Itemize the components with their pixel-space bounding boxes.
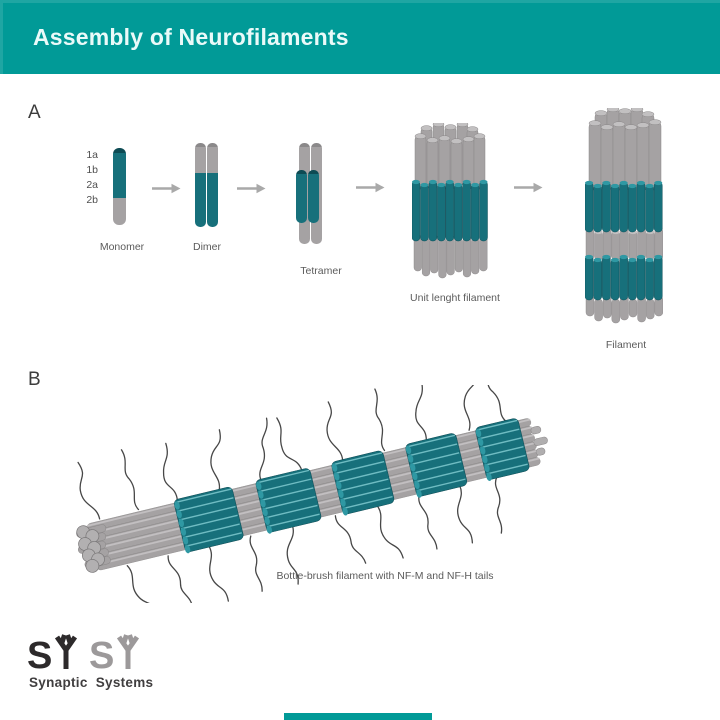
logo-s-gray: S: [89, 635, 114, 676]
dimer-rod: [195, 143, 206, 227]
footer-accent-bar: [284, 713, 432, 720]
chain-label-2b: 2b: [86, 194, 98, 206]
stage-label-ulf: Unit lenght filament: [410, 292, 500, 304]
filament-figure: [585, 108, 663, 324]
unit-length-filament-figure: [412, 123, 488, 279]
logo-y-gray: [116, 634, 140, 669]
arrow-icon: [356, 182, 385, 193]
logo-subtitle: Synaptic Systems: [29, 675, 154, 690]
arrow-icon: [237, 183, 266, 194]
chain-label-1b: 1b: [86, 164, 98, 176]
bottle-brush-figure: [76, 385, 548, 603]
stage-label-dimer: Dimer: [193, 241, 221, 253]
stage-label-tetramer: Tetramer: [300, 265, 342, 277]
brush-caption: Bottle-brush filament with NF-M and NF-H…: [276, 570, 494, 582]
chain-segment-labels: 1a 1b 2a 2b: [70, 148, 98, 208]
header-bar: Assembly of Neurofilaments: [0, 0, 720, 74]
dimer-rod: [207, 143, 218, 227]
tetramer-rod: [308, 170, 319, 223]
page-title: Assembly of Neurofilaments: [33, 24, 349, 50]
chain-label-1a: 1a: [86, 149, 98, 161]
chain-label-2a: 2a: [86, 179, 98, 191]
stage-label-monomer: Monomer: [99, 241, 145, 253]
section-b-label: B: [28, 369, 41, 390]
logo-s-dark: S: [27, 635, 52, 676]
arrow-icon: [152, 183, 181, 194]
monomer-rod: [113, 148, 126, 225]
section-a-label: A: [28, 102, 41, 123]
tetramer-rod: [296, 170, 307, 223]
arrow-icon: [514, 182, 543, 193]
stage-label-filament: Filament: [605, 339, 647, 351]
logo-y-dark: [54, 634, 78, 669]
sysy-logo-icon: S S: [27, 634, 140, 676]
